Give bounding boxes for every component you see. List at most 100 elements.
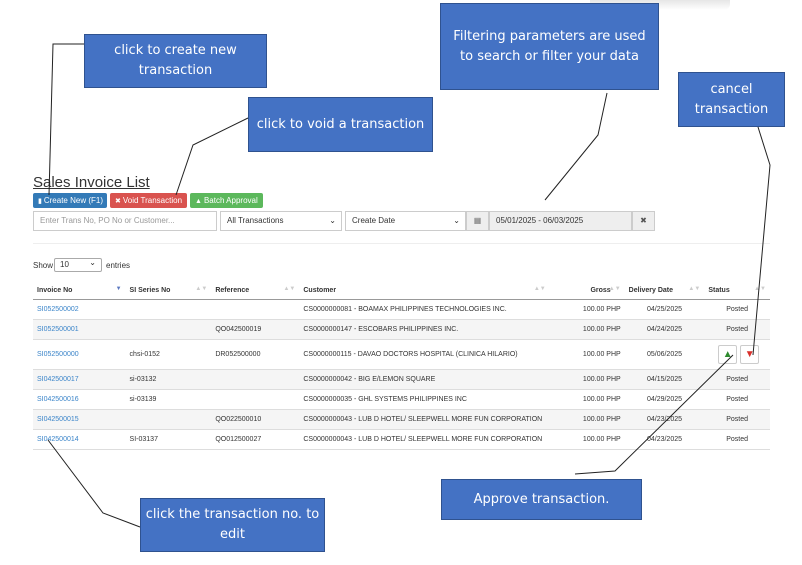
transaction-type-value: All Transactions	[227, 216, 284, 225]
file-icon: ▮	[38, 198, 42, 205]
col-customer[interactable]: Customer▲▼	[299, 281, 550, 300]
reference-cell: QO012500027	[211, 429, 300, 450]
gross-cell: 100.00 PHP	[549, 319, 625, 340]
col-delivery-date[interactable]: Delivery Date▲▼	[624, 281, 705, 300]
table-row: SI042500014 SI-03137 QO012500027 CS00000…	[33, 429, 770, 450]
date-range-input[interactable]: 05/01/2025 - 06/03/2025	[489, 211, 632, 231]
divider	[33, 243, 770, 244]
delivery-cell: 04/15/2025	[624, 369, 705, 390]
chevron-down-icon: ⌄	[329, 216, 336, 225]
date-field-select[interactable]: Create Date ⌄	[345, 211, 466, 231]
approve-callout: Approve transaction.	[441, 479, 642, 520]
chevron-down-icon: ⌄	[453, 216, 460, 225]
edit-callout-line	[47, 439, 141, 528]
entries-label: entries	[106, 261, 131, 270]
sort-icon: ▲▼	[533, 286, 546, 292]
invoice-link[interactable]: SI052500002	[33, 299, 126, 320]
gross-cell: 100.00 PHP	[549, 339, 625, 370]
delivery-cell: 05/06/2025	[624, 339, 705, 370]
table-row: SI042500015 QO022500010 CS0000000043 - L…	[33, 409, 770, 430]
batch-approval-button[interactable]: ▲Batch Approval	[190, 193, 263, 208]
reference-cell	[211, 369, 300, 390]
status-cell: ▲▼	[704, 339, 770, 370]
chevron-down-icon: ⌄	[89, 258, 96, 267]
calendar-icon[interactable]: ▦	[466, 211, 489, 231]
cancel-callout: cancel transaction	[678, 72, 785, 127]
series-cell	[125, 319, 212, 340]
col-gross[interactable]: Gross▲▼	[549, 281, 625, 300]
void-transaction-label: Void Transaction	[122, 196, 183, 205]
customer-cell: CS0000000115 - DAVAO DOCTORS HOSPITAL (C…	[299, 339, 550, 370]
approve-button[interactable]: ▲	[718, 345, 738, 364]
cancel-button[interactable]: ▼	[740, 345, 760, 364]
customer-cell: CS0000000147 - ESCOBARS PHILIPPINES INC.	[299, 319, 550, 340]
search-input[interactable]: Enter Trans No, PO No or Customer...	[33, 211, 217, 231]
series-cell	[125, 409, 212, 430]
customer-cell: CS0000000043 - LUB D HOTEL/ SLEEPWELL MO…	[299, 429, 550, 450]
invoice-link[interactable]: SI042500016	[33, 389, 126, 410]
void-transaction-button[interactable]: ✖Void Transaction	[110, 193, 187, 208]
transaction-type-select[interactable]: All Transactions ⌄	[220, 211, 342, 231]
clear-filter-icon[interactable]: ✖	[632, 211, 655, 231]
invoice-table: Invoice No▼ SI Series No▲▼ Reference▲▼ C…	[33, 281, 770, 450]
invoice-link[interactable]: SI052500001	[33, 319, 126, 340]
invoice-link[interactable]: SI042500014	[33, 429, 126, 450]
col-series-no[interactable]: SI Series No▲▼	[125, 281, 212, 300]
void-callout: click to void a transaction	[248, 97, 433, 152]
table-row: SI042500017 si-03132 CS0000000042 - BIG …	[33, 369, 770, 390]
delivery-cell: 04/23/2025	[624, 429, 705, 450]
status-cell: Posted	[704, 369, 770, 390]
edit-callout: click the transaction no. to edit	[140, 498, 325, 552]
create-callout: click to create new transaction	[84, 34, 267, 88]
filter-callout-line	[544, 92, 608, 201]
col-invoice-no[interactable]: Invoice No▼	[33, 281, 126, 300]
top-shadow	[590, 0, 730, 10]
invoice-link[interactable]: SI042500017	[33, 369, 126, 390]
table-row: SI052500001 QO042500019 CS0000000147 - E…	[33, 319, 770, 340]
col-status[interactable]: Status▲▼	[704, 281, 770, 300]
page-length-value: 10	[60, 260, 69, 269]
page-length-select[interactable]: 10 ⌄	[54, 258, 102, 272]
customer-cell: CS0000000081 - BOAMAX PHILIPPINES TECHNO…	[299, 299, 550, 320]
table-header: Invoice No▼ SI Series No▲▼ Reference▲▼ C…	[33, 281, 770, 300]
table-row: SI052500000 chsi-0152 DR052500000 CS0000…	[33, 339, 770, 370]
gross-cell: 100.00 PHP	[549, 409, 625, 430]
status-cell: Posted	[704, 389, 770, 410]
series-cell: si-03132	[125, 369, 212, 390]
customer-cell: CS0000000042 - BIG E/LEMON SQUARE	[299, 369, 550, 390]
show-label: Show	[33, 261, 54, 270]
filter-callout: Filtering parameters are used to search …	[440, 3, 659, 90]
batch-approval-label: Batch Approval	[203, 196, 258, 205]
create-new-button[interactable]: ▮Create New (F1)	[33, 193, 107, 208]
series-cell: chsi-0152	[125, 339, 212, 370]
reference-cell	[211, 299, 300, 320]
invoice-link[interactable]: SI052500000	[33, 339, 126, 370]
series-cell	[125, 299, 212, 320]
series-cell: si-03139	[125, 389, 212, 410]
sort-icon: ▲▼	[754, 286, 766, 292]
gross-cell: 100.00 PHP	[549, 299, 625, 320]
series-cell: SI-03137	[125, 429, 212, 450]
gross-cell: 100.00 PHP	[549, 369, 625, 390]
col-reference[interactable]: Reference▲▼	[211, 281, 300, 300]
delivery-cell: 04/25/2025	[624, 299, 705, 320]
date-field-value: Create Date	[352, 216, 396, 225]
invoice-link[interactable]: SI042500015	[33, 409, 126, 430]
reference-cell: QO022500010	[211, 409, 300, 430]
delivery-cell: 04/24/2025	[624, 319, 705, 340]
sort-icon: ▲▼	[195, 286, 208, 292]
gross-cell: 100.00 PHP	[549, 429, 625, 450]
create-callout-line	[48, 43, 84, 196]
thumbs-up-icon: ▲	[195, 198, 202, 205]
status-cell: Posted	[704, 429, 770, 450]
sort-icon: ▲▼	[283, 286, 296, 292]
create-new-label: Create New (F1)	[43, 196, 103, 205]
status-cell: Posted	[704, 299, 770, 320]
reference-cell: DR052500000	[211, 339, 300, 370]
table-row: SI042500016 si-03139 CS0000000035 - GHL …	[33, 389, 770, 410]
table-row: SI052500002 CS0000000081 - BOAMAX PHILIP…	[33, 299, 770, 320]
customer-cell: CS0000000043 - LUB D HOTEL/ SLEEPWELL MO…	[299, 409, 550, 430]
customer-cell: CS0000000035 - GHL SYSTEMS PHILIPPINES I…	[299, 389, 550, 410]
reference-cell	[211, 389, 300, 410]
x-icon: ✖	[115, 198, 121, 205]
